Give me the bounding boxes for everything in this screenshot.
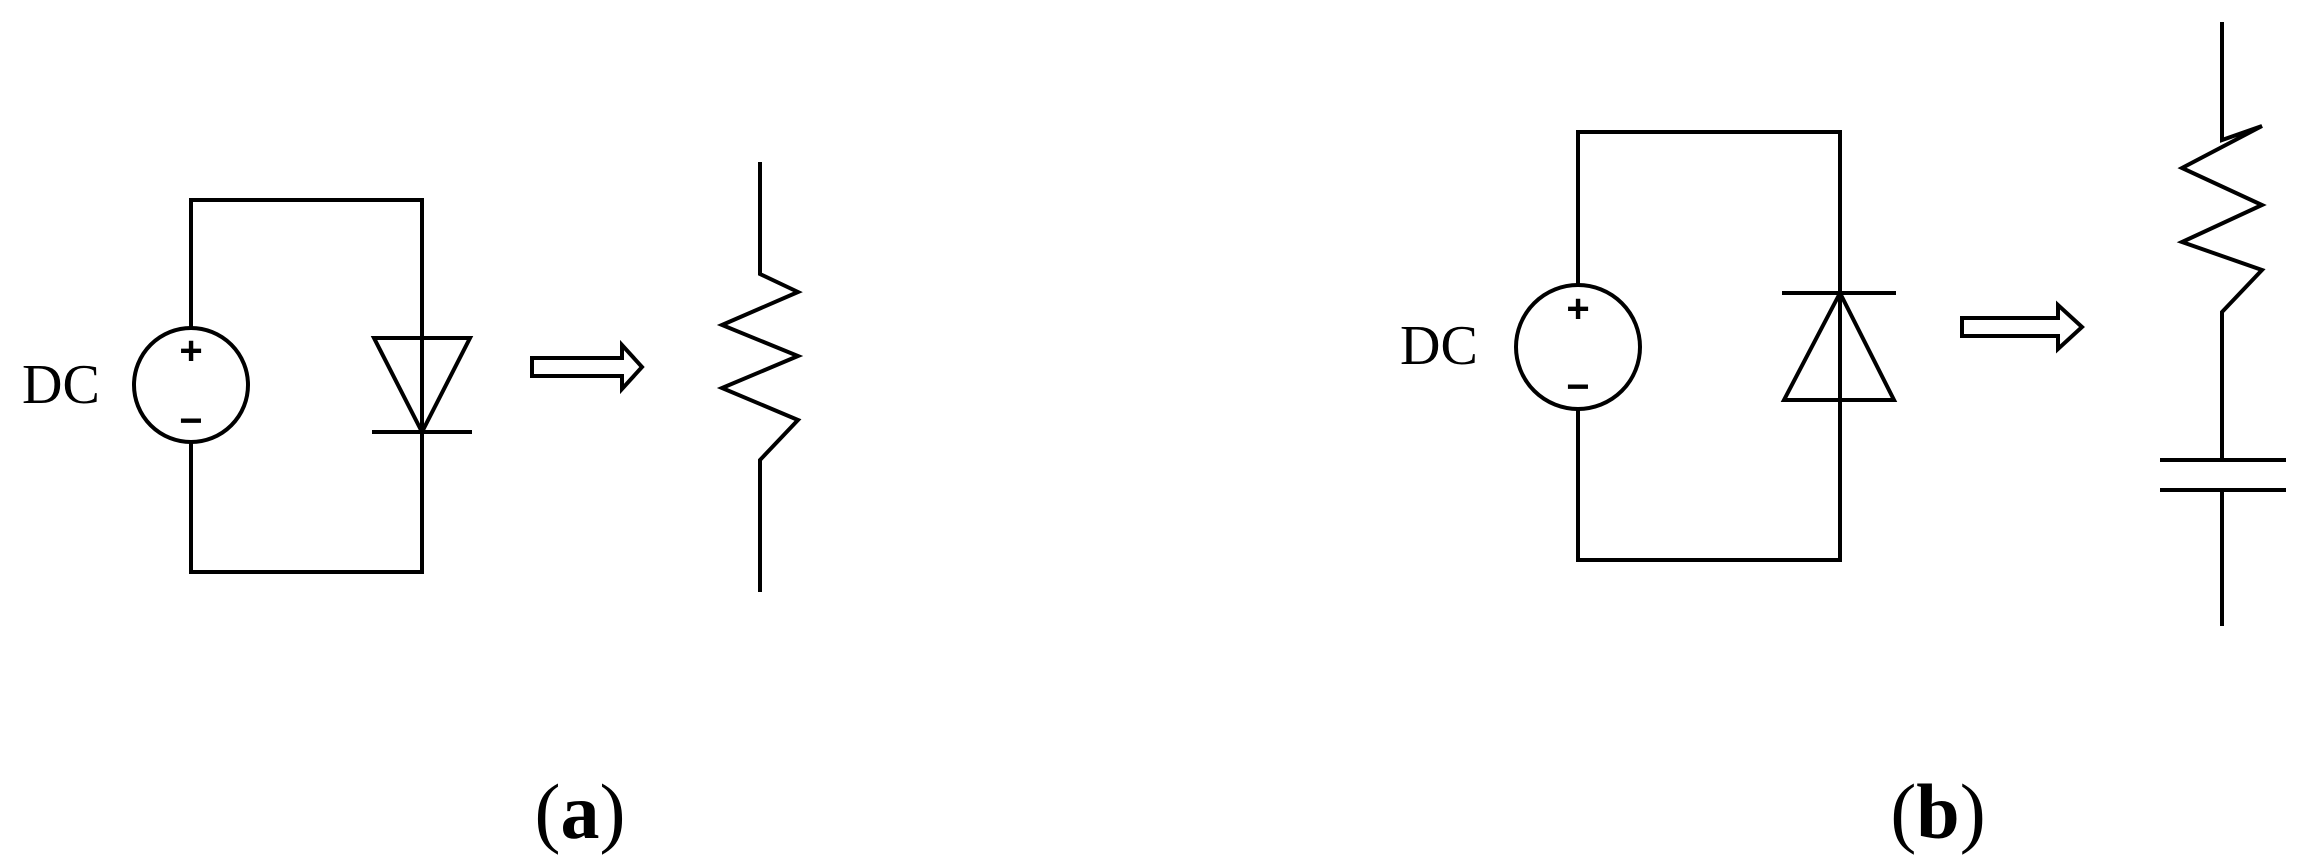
panel-b-dc-source: + − (1514, 283, 1642, 411)
panel-b-capacitor-equivalent (2160, 458, 2286, 626)
panel-a-diode (370, 336, 474, 437)
panel-b-resistor-equivalent (2176, 22, 2267, 460)
panel-b-minus-sign: − (1566, 365, 1589, 409)
panel-a-source-circle (132, 326, 250, 444)
panel-a-caption: (a) (535, 768, 626, 855)
panel-a-caption-open: ( (535, 768, 561, 855)
panel-b-caption: (b) (1890, 768, 1985, 855)
panel-a-plus-sign: + (179, 329, 202, 373)
panel-a-caption-letter: a (561, 768, 600, 855)
panel-b-caption-letter: b (1916, 768, 1959, 855)
panel-a-dc-label: DC (22, 354, 100, 416)
panel-b-source-circle (1514, 283, 1642, 411)
panel-b-hollow-arrow-icon (1960, 300, 2085, 354)
panel-a-resistor-equivalent (716, 162, 804, 592)
panel-b-dc-label: DC (1400, 315, 1478, 377)
panel-b-caption-close: ) (1960, 768, 1986, 855)
panel-a-caption-close: ) (600, 768, 626, 855)
panel-a-loop-wire (189, 198, 424, 574)
panel-b-caption-open: ( (1890, 768, 1916, 855)
panel-a-minus-sign: − (179, 399, 202, 443)
panel-b-diode-triangle (1780, 288, 1898, 402)
panel-a-hollow-arrow-icon (530, 339, 645, 395)
panel-a-dc-source: + − (132, 326, 250, 444)
panel-a-diode-triangle (370, 336, 474, 437)
panel-b: + − DC (b) (1400, 22, 2286, 855)
panel-b-diode (1780, 288, 1898, 402)
panel-b-loop-wire (1576, 130, 1842, 562)
panel-a: + − DC (a) (22, 162, 804, 855)
panel-b-plus-sign: + (1566, 287, 1589, 331)
